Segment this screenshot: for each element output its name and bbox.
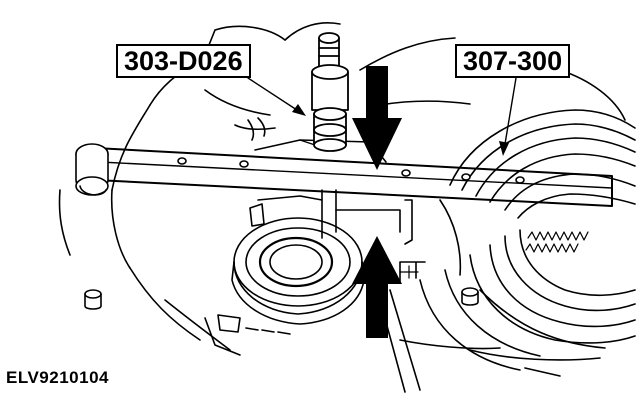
figure-id: ELV9210104 <box>6 368 109 387</box>
force-arrow-down <box>352 66 402 170</box>
transmission-housing <box>58 22 626 377</box>
callout-tool-307-300: 307-300 <box>455 44 571 78</box>
gear-teeth <box>525 231 589 253</box>
callout-tool-303-D026: 303-D026 <box>116 44 251 78</box>
force-arrow-up <box>352 236 402 338</box>
dimension-mark <box>399 265 419 279</box>
adapter-tool <box>311 32 349 152</box>
seal-ring <box>231 217 365 325</box>
lower-bracket <box>204 314 291 356</box>
dowel-pin-right <box>461 287 479 306</box>
bar-holes <box>177 157 525 184</box>
bar-tool <box>94 139 613 207</box>
dowel-pin-left <box>84 289 102 310</box>
torque-converter <box>419 109 636 371</box>
force-arrows <box>352 66 402 338</box>
leader-lines <box>247 77 517 151</box>
leader-arrowheads <box>292 104 509 156</box>
bar-end-roller <box>75 143 109 196</box>
